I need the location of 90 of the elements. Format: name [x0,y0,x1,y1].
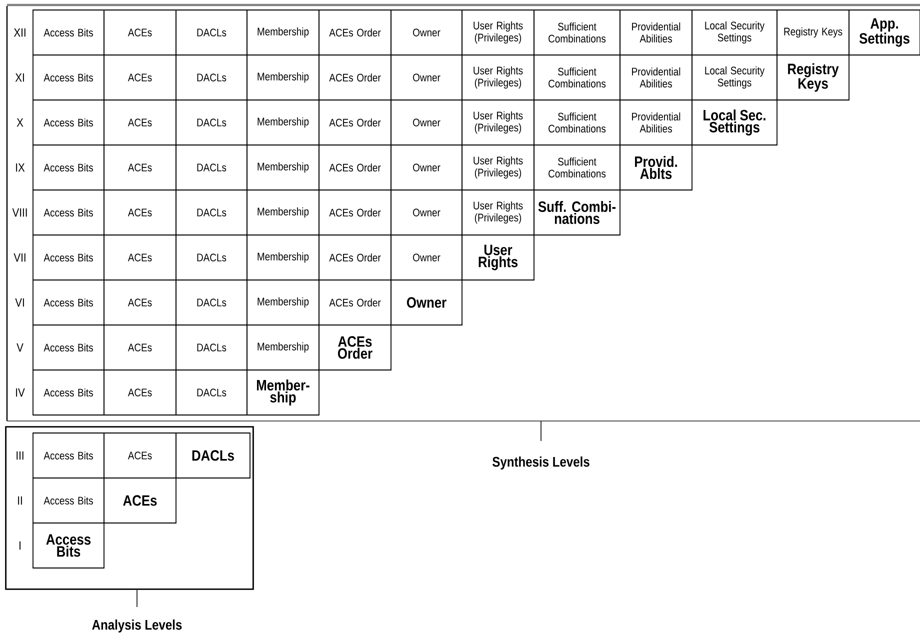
table-cell: ACEs [104,324,176,370]
table-cell: Membership [246,54,320,100]
table-cell: Membership [246,190,320,236]
table-cell: Access Bits [32,478,104,524]
table-cell: ACEs Order [318,54,392,100]
highlighted-cell: Suff. Combi-nations [534,190,620,236]
table-cell: Sufficient Combinations [534,54,620,100]
highlighted-cell: Registry Keys [776,54,850,100]
highlighted-cell: Local Sec. Settings [692,100,778,146]
highlighted-cell: App. Settings [848,10,920,56]
table-cell: Access Bits [32,234,104,280]
table-cell: ACEs [104,100,176,146]
table-cell: ACEs Order [318,190,392,236]
table-cell: Membership [246,324,320,370]
highlighted-cell: Access Bits [32,522,104,568]
highlighted-cell: ACEs [104,478,176,524]
table-cell: Registry Keys [776,10,850,56]
table-cell: ACEs [104,432,176,478]
row-number: IV [16,388,25,397]
table-cell: Access Bits [32,370,104,416]
table-cell: Access Bits [32,100,104,146]
table-cell: Sufficient Combinations [534,100,620,146]
table-cell: ACEs [104,190,176,236]
table-cell: Access Bits [32,144,104,190]
table-cell: User Rights (Privileges) [462,144,534,190]
row-number: X [16,118,24,127]
table-cell: ACEs Order [318,234,392,280]
node-label: Analysis Levels [92,619,182,633]
table-cell: Providential Abilities [620,54,692,100]
table-cell: Access Bits [32,10,104,56]
row-number: VIII [12,208,27,217]
table-cell: ACEs [104,10,176,56]
row-number: II [18,496,22,505]
table-cell: ACEs [104,54,176,100]
row-number: XII [14,28,26,37]
highlighted-cell: Member-ship [246,370,320,416]
table-cell: User Rights (Privileges) [462,100,534,146]
table-cell: ACEs [104,370,176,416]
table-cell: DACLs [176,144,248,190]
table-cell: Access Bits [32,324,104,370]
table-cell: ACEs Order [318,280,392,326]
highlighted-cell: User Rights [462,234,534,280]
table-cell: Access Bits [32,432,104,478]
table-cell: DACLs [176,54,248,100]
table-cell: Membership [246,10,320,56]
row-number: IX [16,163,25,172]
table-cell: Owner [390,144,462,190]
table-cell: Access Bits [32,54,104,100]
table-cell: Sufficient Combinations [534,144,620,190]
table-cell: DACLs [176,10,248,56]
table-cell: Local Security Settings [692,54,778,100]
table-cell: DACLs [176,234,248,280]
table-cell: Owner [390,10,462,56]
table-cell: Providential Abilities [620,100,692,146]
table-cell: DACLs [176,100,248,146]
table-cell: Membership [246,280,320,326]
highlighted-cell: DACLs [176,432,250,478]
table-cell: ACEs [104,144,176,190]
table-cell: ACEs Order [318,144,392,190]
table-cell: Membership [246,234,320,280]
row-number: VI [15,298,24,307]
table-cell: User Rights (Privileges) [462,190,534,236]
table-cell: DACLs [176,280,248,326]
highlighted-cell: ACEs Order [318,324,392,370]
table-cell: Owner [390,54,462,100]
table-cell: ACEs [104,280,176,326]
table-cell: ACEs [104,234,176,280]
highlighted-cell: Owner [390,280,462,326]
table-cell: Membership [246,144,320,190]
row-number: XI [15,73,24,82]
row-number: III [16,451,24,460]
table-cell: Sufficient Combinations [534,10,620,56]
table-cell: Access Bits [32,280,104,326]
table-cell: ACEs Order [318,10,392,56]
table-cell: DACLs [176,324,248,370]
table-cell: Access Bits [32,190,104,236]
table-cell: Owner [390,100,462,146]
highlighted-cell: Provid. Ablts [620,144,692,190]
table-cell: ACEs Order [318,100,392,146]
table-cell: Providential Abilities [620,10,692,56]
row-number: VII [14,253,26,262]
table-cell: DACLs [176,190,248,236]
table-cell: DACLs [176,370,248,416]
table-cell: Membership [246,100,320,146]
table-cell: User Rights (Privileges) [462,54,534,100]
table-cell: Owner [390,190,462,236]
table-cell: Local Security Settings [692,10,778,56]
table-cell: Owner [390,234,462,280]
row-number: V [16,343,24,352]
table-cell: User Rights (Privileges) [462,10,534,56]
